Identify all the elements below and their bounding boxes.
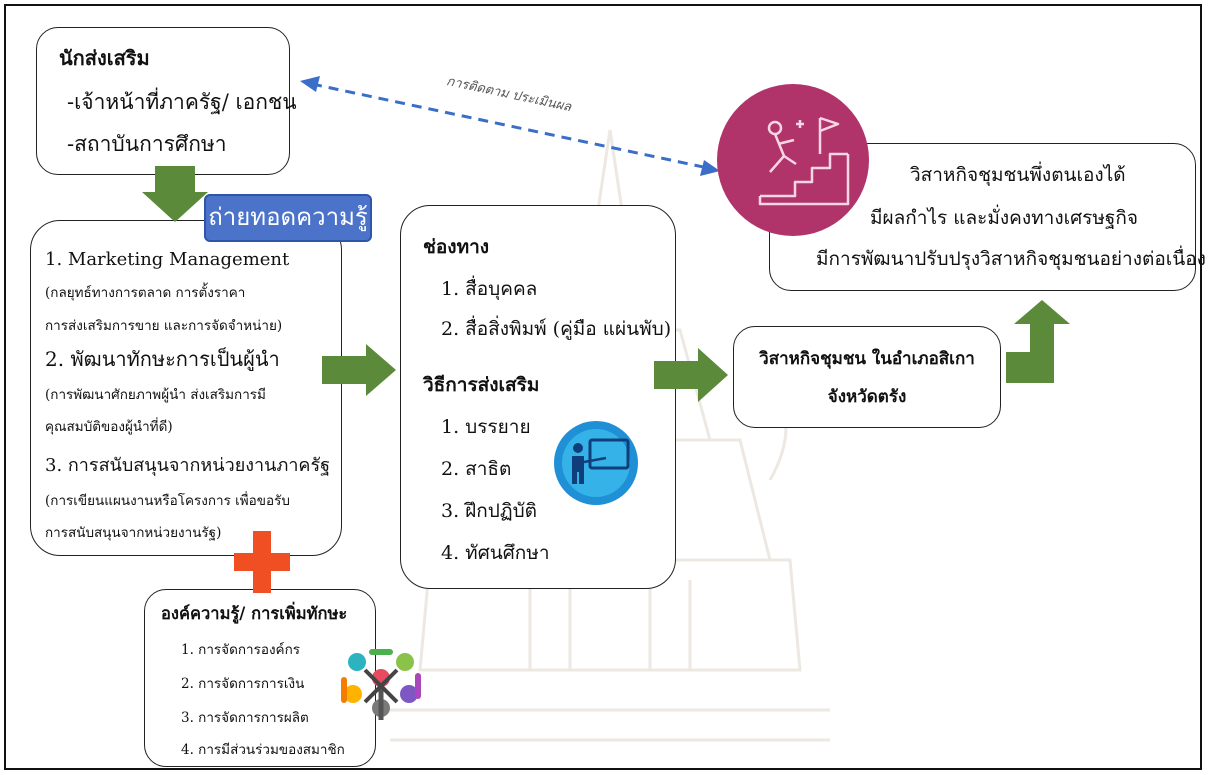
enterprise-line-2: จังหวัดตรัง bbox=[827, 387, 907, 407]
promoter-title: นักส่งเสริม bbox=[59, 46, 150, 70]
team-icon bbox=[341, 649, 421, 720]
knowledge-item-marketing-detail-1: (กลยุทธ์ทางการตลาด การตั้งราคา bbox=[45, 285, 246, 301]
promoter-item-education: -สถาบันการศึกษา bbox=[67, 132, 227, 156]
knowledge-item-marketing: 1. Marketing Management bbox=[45, 249, 290, 270]
knowledge-item-leadership-detail-2: คุณสมบัติของผู้นำที่ดี) bbox=[45, 419, 173, 435]
channel-item-print-media: 2. สื่อสิ่งพิมพ์ (คู่มือ แผ่นพับ) bbox=[441, 318, 672, 340]
methods-title: วิธีการส่งเสริม bbox=[423, 374, 540, 396]
knowledge-item-government-support-detail-2: การสนับสนุนจากหน่วยงานรัฐ) bbox=[45, 525, 222, 541]
method-item-practice: 3. ฝึกปฏิบัติ bbox=[441, 500, 538, 522]
outcome-line-self-reliant: วิสาหกิจชุมชนพึ่งตนเองได้ bbox=[910, 164, 1126, 186]
achievement-icon bbox=[717, 84, 869, 236]
teaching-icon bbox=[554, 421, 638, 505]
method-item-lecture: 1. บรรยาย bbox=[441, 416, 531, 438]
skills-item-organization: 1. การจัดการองค์กร bbox=[181, 642, 301, 658]
outcome-line-profit: มีผลกำไร และมั่งคงทางเศรษฐกิจ bbox=[870, 207, 1139, 229]
plus-icon bbox=[234, 531, 290, 593]
skills-item-finance: 2. การจัดการการเงิน bbox=[181, 676, 305, 692]
knowledge-item-government-support: 3. การสนับสนุนจากหน่วยงานภาครัฐ bbox=[45, 455, 331, 476]
knowledge-transfer-badge: ถ่ายทอดความรู้ bbox=[204, 194, 372, 242]
skills-box: องค์ความรู้/ การเพิ่มทักษะ 1. การจัดการอ… bbox=[144, 589, 376, 767]
knowledge-item-leadership-detail-1: (การพัฒนาศักยภาพผู้นำ ส่งเสริมการมี bbox=[45, 387, 266, 403]
method-item-field-trip: 4. ทัศนศึกษา bbox=[441, 542, 550, 564]
knowledge-item-leadership: 2. พัฒนาทักษะการเป็นผู้นำ bbox=[45, 347, 280, 371]
promoter-box: นักส่งเสริม -เจ้าหน้าที่ภาครัฐ/ เอกชน -ส… bbox=[36, 27, 297, 175]
outcome-line-improvement: มีการพัฒนาปรับปรุงวิสาหกิจชุมชนอย่างต่อเ… bbox=[816, 248, 1206, 270]
skills-item-participation: 4. การมีส่วนร่วมของสมาชิก bbox=[181, 742, 345, 758]
channel-item-personal-media: 1. สื่อบุคคล bbox=[441, 278, 538, 300]
monitoring-dashed-arrow bbox=[300, 76, 720, 176]
diagram-frame bbox=[4, 4, 1202, 770]
channels-title: ช่องทาง bbox=[423, 236, 490, 258]
knowledge-item-government-support-detail-1: (การเขียนแผนงานหรือโครงการ เพื่อขอรับ bbox=[45, 493, 290, 509]
channels-box: ช่องทาง 1. สื่อบุคคล 2. สื่อสิ่งพิมพ์ (ค… bbox=[400, 205, 676, 589]
step-up-arrow-icon bbox=[1006, 300, 1070, 383]
down-arrow-icon bbox=[142, 166, 208, 222]
knowledge-item-marketing-detail-2: การส่งเสริมการขาย และการจัดจำหน่าย) bbox=[45, 318, 283, 334]
knowledge-box: 1. Marketing Management (กลยุทธ์ทางการตล… bbox=[30, 220, 342, 556]
right-arrow-icon bbox=[322, 344, 396, 396]
method-item-demonstration: 2. สาธิต bbox=[441, 458, 512, 480]
enterprise-line-1: วิสาหกิจชุมชน ในอำเภอสิเกา bbox=[759, 349, 975, 369]
monitoring-label: การติดตาม ประเมินผล bbox=[445, 74, 574, 115]
promoter-item-government: -เจ้าหน้าที่ภาครัฐ/ เอกชน bbox=[67, 90, 297, 114]
right-arrow-icon bbox=[654, 348, 728, 402]
skills-title: องค์ความรู้/ การเพิ่มทักษะ bbox=[161, 604, 348, 623]
skills-item-production: 3. การจัดการการผลิต bbox=[181, 710, 309, 726]
enterprise-box: วิสาหกิจชุมชน ในอำเภอสิเกา จังหวัดตรัง bbox=[733, 326, 1001, 428]
